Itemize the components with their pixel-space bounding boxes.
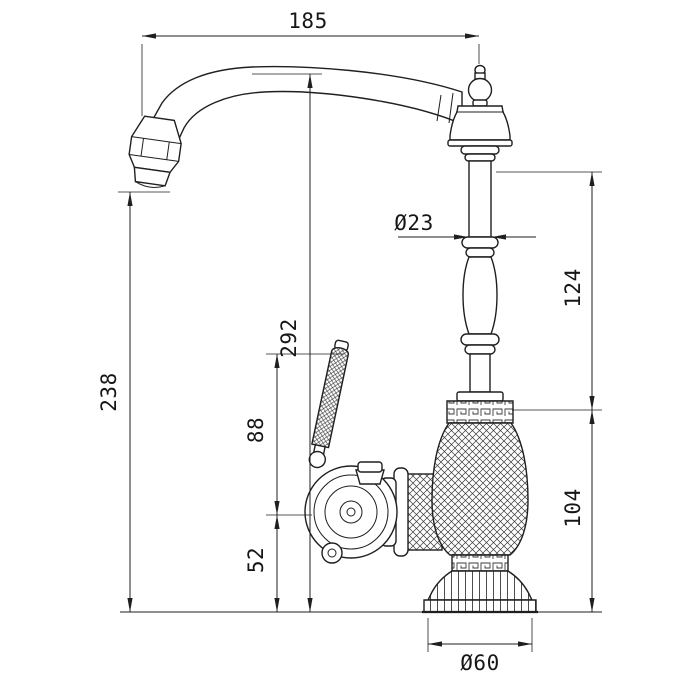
dimension-base-diameter: Ø60 bbox=[427, 618, 533, 675]
dim-label-lower-body-height: 104 bbox=[561, 488, 585, 527]
dim-label-valve-height: 52 bbox=[244, 547, 268, 573]
valve-disc-center bbox=[346, 507, 356, 517]
dimension-spout-reach: 185 bbox=[141, 9, 480, 116]
dim-label-spout-outlet-height: 238 bbox=[97, 372, 121, 411]
dim-label-total-height: 292 bbox=[277, 318, 301, 357]
lower-neck bbox=[469, 353, 491, 393]
barrel bbox=[462, 256, 498, 335]
dim-label-spout-reach: 185 bbox=[288, 9, 327, 33]
greek-band-top bbox=[446, 400, 514, 424]
valve-bottom-knob bbox=[321, 542, 343, 564]
dimension-valve-height: 52 bbox=[244, 515, 280, 612]
dim-label-base-diameter: Ø60 bbox=[460, 651, 499, 675]
collar-ring-1 bbox=[460, 145, 500, 155]
collar-ring-2 bbox=[464, 153, 496, 162]
spout-nozzle bbox=[128, 115, 182, 188]
spout-collar-lines bbox=[436, 92, 454, 124]
faucet-body bbox=[120, 64, 602, 614]
dimension-spout-outlet-height: 238 bbox=[97, 191, 170, 612]
handle-stem-cap bbox=[357, 461, 383, 473]
dim-label-pipe-diameter: Ø23 bbox=[394, 211, 433, 235]
flange bbox=[456, 391, 504, 402]
finial-base bbox=[472, 99, 488, 107]
ornate-body bbox=[431, 422, 529, 556]
handle-lever bbox=[308, 339, 351, 469]
base-plinth bbox=[423, 599, 537, 613]
dim-label-upper-body-height: 124 bbox=[561, 268, 585, 307]
bead-ring-1a bbox=[461, 236, 499, 249]
valve-disc-hub bbox=[339, 500, 363, 524]
dim-label-handle-height: 88 bbox=[244, 417, 268, 443]
dimension-pipe-diameter: Ø23 bbox=[394, 211, 536, 240]
dimension-total-height: 292 bbox=[252, 73, 322, 612]
valve-disc-ring2 bbox=[324, 485, 378, 539]
valve-disc-ring1 bbox=[313, 474, 389, 550]
lever-shaft bbox=[311, 345, 351, 449]
dimension-upper-body-height: 124 bbox=[496, 171, 602, 411]
spout-tube bbox=[147, 65, 463, 144]
bead-ring-2a bbox=[460, 333, 500, 346]
valve-disc-outer bbox=[304, 465, 398, 559]
valve-bottom-knob-inner bbox=[327, 548, 337, 558]
bell-base-plate bbox=[447, 139, 513, 147]
bead-ring-1b bbox=[465, 247, 495, 258]
finial-ball bbox=[467, 77, 493, 103]
bell-housing bbox=[449, 105, 511, 141]
dimension-lower-body-height: 104 bbox=[561, 410, 595, 612]
dimension-handle-height: 88 bbox=[244, 353, 344, 516]
greek-band-bottom bbox=[451, 554, 509, 572]
neck-pipe bbox=[468, 160, 492, 238]
base-flare bbox=[427, 570, 533, 601]
bead-ring-2b bbox=[464, 344, 496, 355]
